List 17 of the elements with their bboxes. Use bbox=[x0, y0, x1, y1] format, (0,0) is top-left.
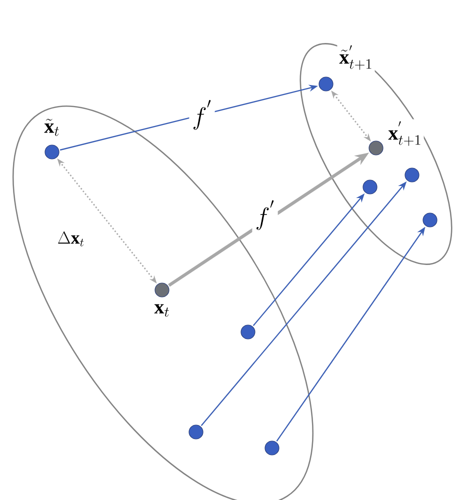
point-label: $\mathbf{x}_t$ bbox=[152, 302, 172, 318]
dot bbox=[264, 440, 280, 456]
dot bbox=[154, 282, 170, 298]
point-label: $\mathbf{x}^{'}_{t+1}$ bbox=[386, 119, 424, 148]
dot bbox=[318, 76, 334, 92]
dot bbox=[240, 324, 256, 340]
edge-label: $\Delta\mathbf{x}_t$ bbox=[54, 228, 88, 250]
dot bbox=[44, 144, 60, 160]
edge-label: $f^{'}$ bbox=[252, 197, 278, 233]
dot bbox=[188, 424, 204, 440]
dot bbox=[362, 180, 378, 194]
dot bbox=[404, 168, 420, 182]
dot bbox=[422, 212, 438, 228]
dot bbox=[368, 140, 384, 156]
point-label: $\tilde{\mathbf{x}}_t$ bbox=[42, 116, 62, 138]
point-label: $\tilde{\mathbf{x}}^{'}_{t+1}$ bbox=[337, 43, 375, 72]
edge-label: $f^{'}$ bbox=[189, 97, 215, 132]
